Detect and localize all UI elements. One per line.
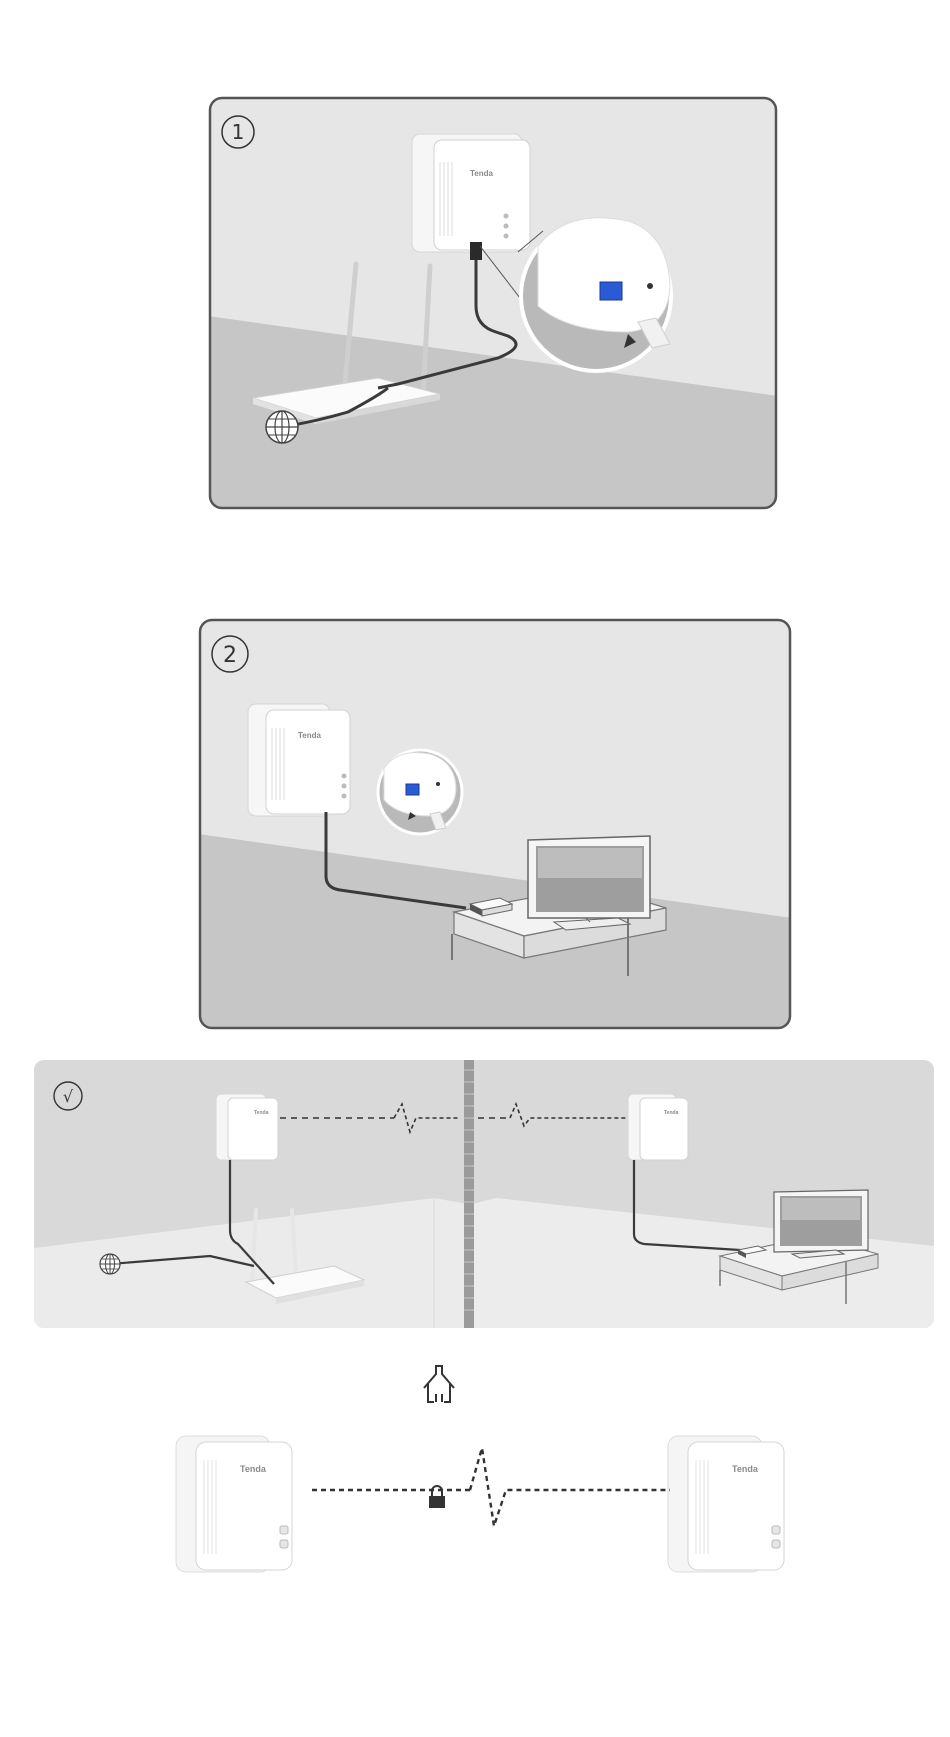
brand-label: Tenda (240, 1464, 267, 1474)
brand-label: Tenda (732, 1464, 759, 1474)
step-number: 1 (232, 120, 245, 144)
result-illustration: Tenda Tenda (34, 1060, 934, 1328)
powerline-adapter-right: Tenda (668, 1436, 784, 1572)
step-2-panel: Tenda (198, 618, 792, 1030)
ethernet-port (600, 282, 622, 300)
dividing-wall (464, 1060, 474, 1328)
step-2-illustration: Tenda (198, 618, 792, 1030)
encrypted-link (312, 1448, 670, 1526)
tv (528, 836, 650, 930)
secure-pairing-illustration: Tenda Tenda (170, 1350, 810, 1600)
brand-label: Tenda (664, 1110, 679, 1116)
step-1-illustration: Tenda (208, 96, 778, 510)
globe-icon (266, 411, 298, 443)
powerline-adapter-left: Tenda (176, 1436, 292, 1572)
brand-label: Tenda (298, 731, 322, 740)
port-zoom-callout (521, 218, 671, 371)
port-zoom-callout (378, 750, 462, 834)
result-panel: Tenda Tenda (34, 1060, 934, 1328)
lock-icon (429, 1486, 445, 1508)
home-icon (424, 1366, 454, 1402)
secure-pairing-panel: Tenda Tenda (170, 1350, 810, 1600)
brand-label: Tenda (254, 1110, 269, 1116)
step-number: 2 (223, 643, 237, 668)
brand-label: Tenda (470, 169, 494, 178)
powerline-adapter: Tenda (412, 134, 530, 252)
tv (774, 1190, 868, 1258)
rj45-plug (470, 242, 482, 260)
powerline-adapter-left: Tenda (216, 1094, 278, 1160)
step-1-panel: Tenda (208, 96, 778, 510)
result-badge: √ (63, 1087, 74, 1106)
globe-icon (100, 1254, 120, 1274)
powerline-adapter: Tenda (248, 704, 350, 816)
ethernet-port (406, 784, 419, 795)
powerline-adapter-right: Tenda (628, 1094, 688, 1160)
